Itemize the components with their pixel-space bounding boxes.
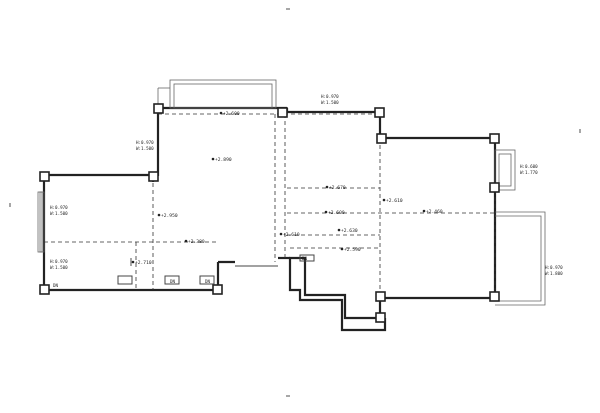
- level-text: +2.630: [341, 228, 358, 234]
- door-tag: DN: [302, 256, 308, 261]
- window-note-line: W:1.500: [136, 146, 154, 151]
- column: [39, 284, 50, 295]
- level-mark: +2.610: [279, 232, 300, 238]
- column: [375, 312, 386, 323]
- door-box: [299, 254, 315, 262]
- west-window-inner: [39, 191, 43, 253]
- window-note: H:0.970 W:1.500: [50, 259, 68, 270]
- window-note-line: W:1.500: [50, 265, 68, 270]
- door-box: [117, 275, 133, 285]
- level-text: +2.600: [223, 111, 240, 117]
- east-window: [494, 149, 516, 191]
- column: [489, 182, 500, 193]
- column: [374, 107, 385, 118]
- columns: [39, 103, 500, 323]
- window-note: H:0.970 W:1.500: [50, 205, 68, 216]
- level-text: +2.950: [161, 213, 178, 219]
- door-tags: DN DN DN DN: [53, 254, 315, 288]
- west-wing-wall: [44, 173, 155, 182]
- column: [39, 171, 50, 182]
- door-tag: DN: [53, 283, 59, 288]
- window-note: H:0.970 W:1.800: [545, 265, 563, 276]
- north-window-inner: [173, 83, 273, 109]
- level-text: +2.610: [386, 198, 403, 204]
- level-mark: +2.460: [422, 209, 443, 215]
- column: [375, 291, 386, 302]
- column: [277, 107, 288, 118]
- window-note-line: H:0.600: [520, 164, 538, 169]
- exterior-walls: [42, 106, 497, 332]
- column: [148, 171, 159, 182]
- window-note: H:0.970 W:1.500: [136, 140, 154, 151]
- column: [153, 103, 164, 114]
- level-mark: +2.670: [325, 185, 346, 191]
- level-mark: +2.950: [157, 213, 178, 219]
- window-note-line: W:1.500: [321, 100, 339, 105]
- window-note-line: W:1.770: [520, 170, 538, 175]
- window-notes: H:0.970 W:1.500 H:0.970 W:1.500 H:0.970 …: [50, 94, 563, 276]
- east-window-inner: [498, 153, 512, 187]
- window-note-line: H:0.970: [50, 205, 68, 210]
- level-marks: +2.600 +2.890 +2.950 +2.710 +2.380 +2.61…: [131, 111, 443, 266]
- level-text: +2.710: [135, 260, 152, 266]
- level-mark: +2.610: [382, 198, 403, 204]
- window-note-line: W:1.500: [50, 211, 68, 216]
- south-east-balcony: [495, 211, 546, 306]
- window-note: H:0.600 W:1.770: [520, 164, 538, 175]
- window-note-line: H:0.970: [50, 259, 68, 264]
- south-east-balcony-inner: [495, 215, 542, 302]
- column: [376, 133, 387, 144]
- level-text: +2.380: [188, 239, 205, 245]
- level-text: +2.600: [328, 210, 345, 216]
- tick-marks: [9, 8, 581, 397]
- window-note-line: H:0.970: [545, 265, 563, 270]
- level-mark: +2.890: [211, 157, 232, 163]
- window-note-line: H:0.970: [136, 140, 154, 145]
- door-box: [199, 275, 215, 285]
- level-mark: +2.710: [131, 260, 152, 266]
- door-tag: DN: [170, 279, 176, 284]
- column: [212, 284, 223, 295]
- level-text: +2.590: [344, 247, 361, 253]
- column: [489, 133, 500, 144]
- level-mark: +2.600: [324, 210, 345, 216]
- level-mark: +2.380: [184, 239, 205, 245]
- level-mark: +2.590: [340, 247, 361, 253]
- window-note-line: W:1.800: [545, 271, 563, 276]
- windows: [37, 79, 546, 306]
- column: [489, 291, 500, 302]
- level-text: +2.460: [426, 209, 443, 215]
- south-notch-wall: [288, 256, 387, 332]
- door-tag: DN: [205, 279, 211, 284]
- window-note: H:0.970 W:1.500: [321, 94, 339, 105]
- level-text: +2.670: [329, 185, 346, 191]
- dashed-lines: [44, 113, 496, 298]
- level-text: +2.610: [283, 232, 300, 238]
- level-text: +2.890: [215, 157, 232, 163]
- door-box: [164, 275, 180, 285]
- window-note-line: H:0.970: [321, 94, 339, 99]
- level-mark: +2.600: [219, 111, 240, 117]
- level-mark: +2.630: [337, 228, 358, 234]
